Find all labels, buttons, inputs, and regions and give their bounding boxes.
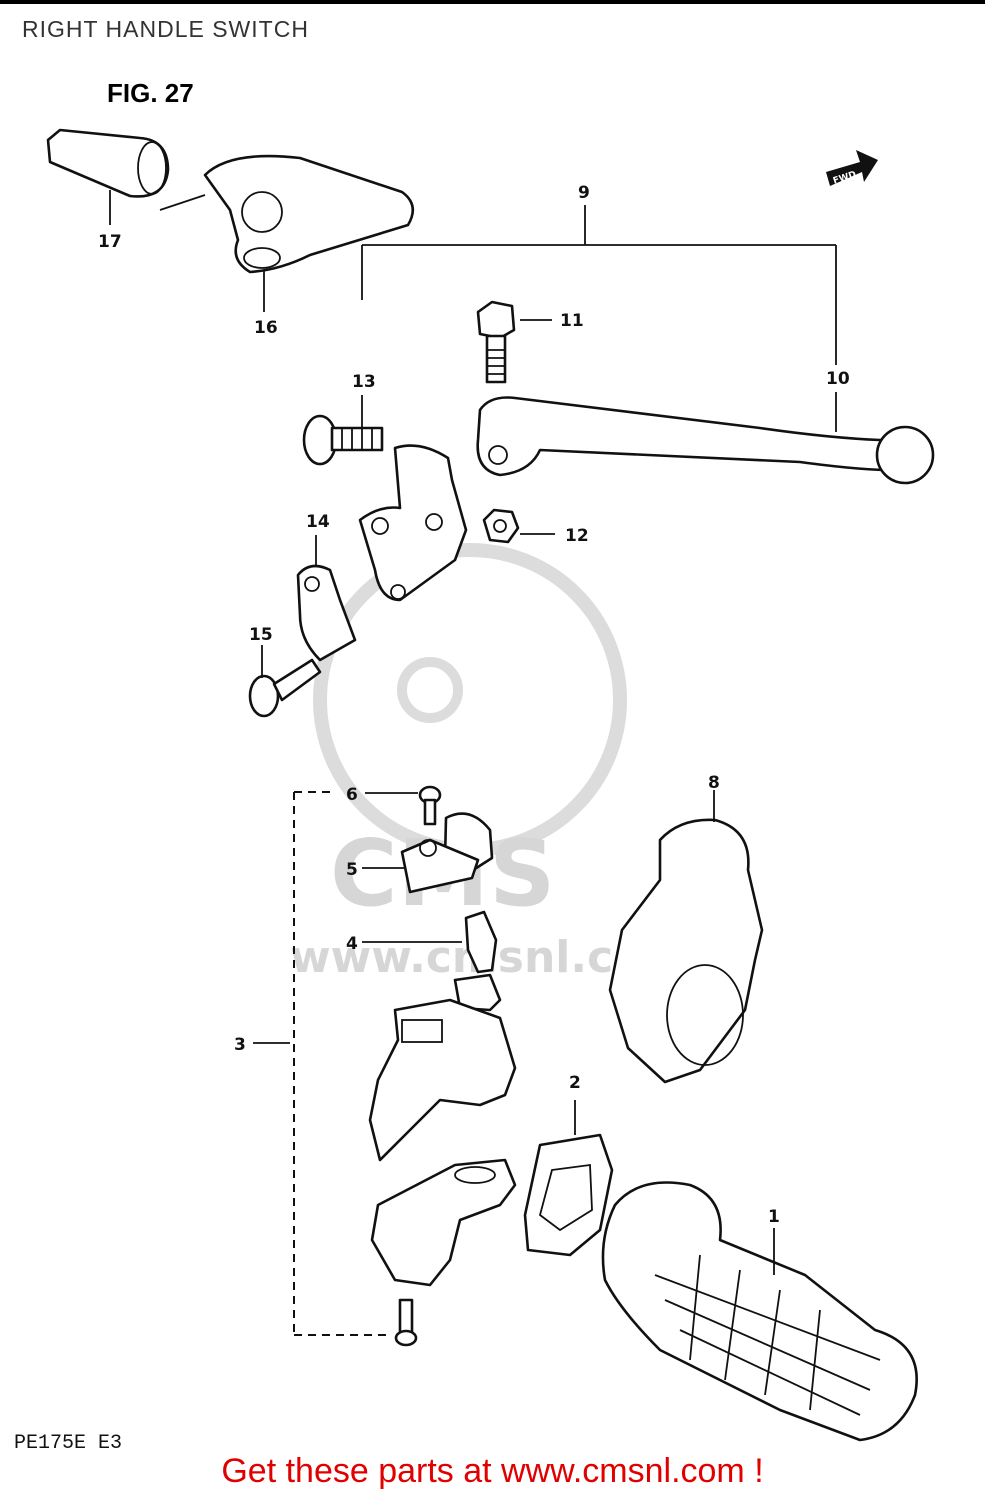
- callout-6: 6: [346, 785, 358, 805]
- callout-2: 2: [569, 1073, 581, 1093]
- part-14-clamp: [296, 535, 357, 662]
- model-code: PE175E E3: [14, 1432, 123, 1455]
- callout-3: 3: [234, 1035, 246, 1055]
- bottom-screw: [394, 1298, 418, 1347]
- part-17-boot: [46, 128, 170, 225]
- callout-10: 10: [826, 369, 850, 389]
- watermark-logo-eye: [397, 657, 463, 723]
- part-9-bracket: [361, 205, 837, 365]
- callout-13: 13: [352, 372, 376, 392]
- callout-15: 15: [249, 625, 273, 645]
- callout-5: 5: [346, 860, 358, 880]
- part-3-lower-housing: [370, 1158, 517, 1287]
- watermark-logo-ring: [313, 543, 627, 857]
- part-2-guide: [523, 1100, 614, 1257]
- part-10-lever: [476, 392, 935, 485]
- callout-1: 1: [768, 1207, 780, 1227]
- callout-16: 16: [254, 318, 278, 338]
- part-3-upper-housing: [368, 973, 517, 1162]
- figure-label: FIG. 27: [107, 78, 194, 108]
- fwd-arrow-icon: FWD: [826, 150, 878, 187]
- part-16-lever-holder: [159, 154, 415, 312]
- part-4-contact: [362, 910, 498, 974]
- callout-12: 12: [565, 526, 589, 546]
- callout-11: 11: [560, 311, 584, 331]
- callout-9: 9: [578, 183, 590, 203]
- part-15-screw: [248, 645, 322, 718]
- top-rule: [0, 0, 985, 4]
- page-title: RIGHT HANDLE SWITCH: [22, 16, 309, 42]
- callout-8: 8: [708, 773, 720, 793]
- part-6-screw: [365, 785, 442, 826]
- part-3-bracket: [253, 791, 390, 1336]
- watermark: CMS www.cmsnl.com: [290, 543, 689, 983]
- part-11-bolt: [476, 300, 552, 384]
- part-13-adjuster-bolt: [302, 395, 384, 466]
- callout-17: 17: [98, 232, 122, 252]
- callout-4: 4: [346, 934, 358, 954]
- part-5-plate: [362, 812, 494, 894]
- part-8-cover: [608, 790, 764, 1084]
- part-1-throttle-grip: [601, 1181, 918, 1442]
- cta-link[interactable]: Get these parts at www.cmsnl.com !: [221, 1452, 764, 1490]
- lever-bracket-body: [358, 444, 468, 602]
- part-12-nut: [482, 508, 555, 544]
- callout-14: 14: [306, 512, 330, 532]
